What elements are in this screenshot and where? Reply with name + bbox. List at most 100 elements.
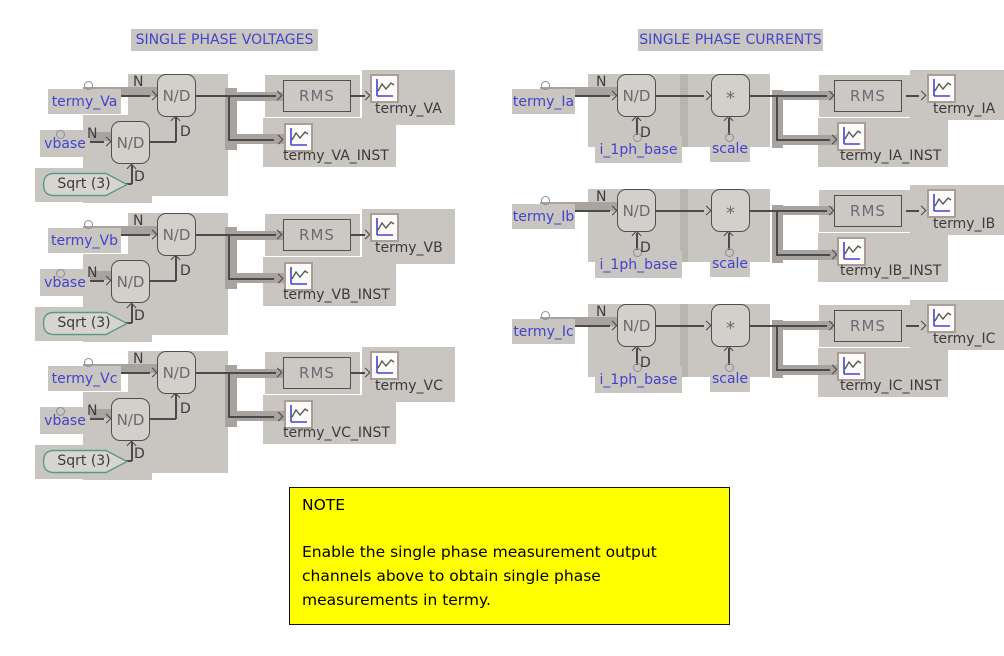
input-signal-label[interactable]: termy_Vc — [48, 366, 121, 391]
output-channel-label: termy_IA — [933, 101, 996, 117]
rms-block[interactable]: RMS — [834, 310, 902, 342]
plot-line-icon — [290, 128, 309, 146]
plot-line-icon — [843, 357, 862, 375]
connection-port — [84, 81, 93, 90]
divider-block[interactable]: N/D — [157, 74, 196, 117]
port-label-d: D — [134, 169, 145, 185]
base-signal-label[interactable]: i_1ph_base — [595, 136, 682, 163]
panel-overlap — [680, 304, 688, 377]
multiplier-block[interactable]: * — [711, 189, 750, 232]
output-channel-icon[interactable] — [927, 74, 956, 103]
connection-port — [56, 130, 65, 139]
wire — [656, 325, 704, 327]
wire — [656, 210, 704, 212]
voltage-group: termy_Vb vbase N D N D N/D N/D RMS Sqrt … — [35, 209, 468, 344]
wire — [776, 254, 830, 256]
rms-block[interactable]: RMS — [283, 219, 351, 251]
voltage-group: termy_Vc vbase N D N D N/D N/D RMS Sqrt … — [35, 347, 468, 482]
output-channel-icon[interactable] — [837, 352, 866, 381]
wire — [131, 442, 133, 461]
wire — [150, 280, 176, 282]
rms-block[interactable]: RMS — [834, 195, 902, 227]
sqrt3-constant[interactable]: Sqrt (3) — [42, 449, 129, 474]
connection-port — [56, 269, 65, 278]
wire — [906, 210, 919, 212]
output-channel-label: termy_IC_INST — [840, 378, 942, 394]
output-channel-icon[interactable] — [370, 213, 399, 242]
connection-port — [633, 363, 642, 372]
input-signal-label[interactable]: termy_Ic — [512, 319, 575, 344]
divider-block[interactable]: N/D — [617, 189, 656, 232]
wire — [196, 234, 276, 236]
port-label-d: D — [134, 446, 145, 462]
connection-port — [541, 196, 550, 205]
output-channel-icon[interactable] — [370, 74, 399, 103]
sqrt3-constant[interactable]: Sqrt (3) — [42, 172, 129, 197]
connection-port — [725, 248, 734, 257]
wire — [228, 278, 274, 280]
note-body: Enable the single phase measurement outp… — [302, 543, 657, 609]
divider-block[interactable]: N/D — [157, 213, 196, 256]
section-title-voltages[interactable]: SINGLE PHASE VOLTAGES — [131, 29, 318, 51]
output-channel-icon[interactable] — [370, 351, 399, 380]
sqrt3-constant[interactable]: Sqrt (3) — [42, 311, 129, 336]
wire-highlight — [772, 205, 783, 263]
output-channel-icon[interactable] — [284, 262, 313, 291]
connection-port — [633, 248, 642, 257]
note-annotation[interactable]: NOTE Enable the single phase measurement… — [289, 487, 730, 625]
current-group: termy_Ic i_1ph_base scale N D N/D * RMS … — [512, 300, 1004, 412]
output-channel-icon[interactable] — [284, 400, 313, 429]
section-title-currents[interactable]: SINGLE PHASE CURRENTS — [638, 29, 823, 51]
rms-block[interactable]: RMS — [283, 80, 351, 112]
multiplier-block[interactable]: * — [711, 74, 750, 117]
port-label-n: N — [87, 126, 98, 142]
output-channel-icon[interactable] — [927, 189, 956, 218]
rms-block[interactable]: RMS — [834, 80, 902, 112]
plot-line-icon — [290, 267, 309, 285]
wire — [125, 322, 132, 324]
output-channel-icon[interactable] — [927, 304, 956, 333]
input-signal-label[interactable]: termy_Ib — [512, 204, 575, 229]
wire — [656, 95, 704, 97]
base-signal-label[interactable]: vbase — [40, 407, 90, 434]
wire — [131, 165, 133, 184]
divider-block[interactable]: N/D — [111, 398, 150, 441]
wire — [175, 256, 177, 281]
plot-line-icon — [843, 127, 862, 145]
wire — [175, 394, 177, 419]
input-signal-label[interactable]: termy_Va — [48, 89, 121, 114]
component-panel — [910, 300, 1004, 350]
plot-line-icon — [843, 242, 862, 260]
wire — [636, 348, 638, 365]
input-signal-label[interactable]: termy_Vb — [48, 228, 121, 253]
base-signal-label[interactable]: vbase — [40, 130, 90, 157]
output-channel-icon[interactable] — [837, 237, 866, 266]
plot-line-icon — [376, 356, 395, 374]
output-channel-icon[interactable] — [284, 123, 313, 152]
divider-block[interactable]: N/D — [617, 304, 656, 347]
base-signal-label[interactable]: vbase — [40, 269, 90, 296]
wire — [228, 234, 230, 279]
connection-port — [541, 81, 550, 90]
divider-block[interactable]: N/D — [617, 74, 656, 117]
wire — [125, 183, 132, 185]
output-channel-icon[interactable] — [837, 122, 866, 151]
divider-block[interactable]: N/D — [157, 351, 196, 394]
port-label-d: D — [640, 355, 651, 371]
wire — [776, 95, 778, 140]
port-label-n: N — [133, 351, 144, 367]
divider-block[interactable]: N/D — [111, 260, 150, 303]
rms-block[interactable]: RMS — [283, 357, 351, 389]
connection-port — [725, 133, 734, 142]
multiplier-block[interactable]: * — [711, 304, 750, 347]
wire — [728, 233, 730, 250]
sqrt3-shape-icon — [42, 311, 129, 336]
input-signal-label[interactable]: termy_Ia — [512, 89, 575, 114]
divider-block[interactable]: N/D — [111, 121, 150, 164]
sqrt3-shape-icon — [42, 449, 129, 474]
wire-highlight — [540, 87, 625, 96]
output-channel-label: termy_VC — [375, 378, 443, 394]
component-panel — [910, 70, 1004, 120]
wire-highlight — [225, 231, 292, 240]
